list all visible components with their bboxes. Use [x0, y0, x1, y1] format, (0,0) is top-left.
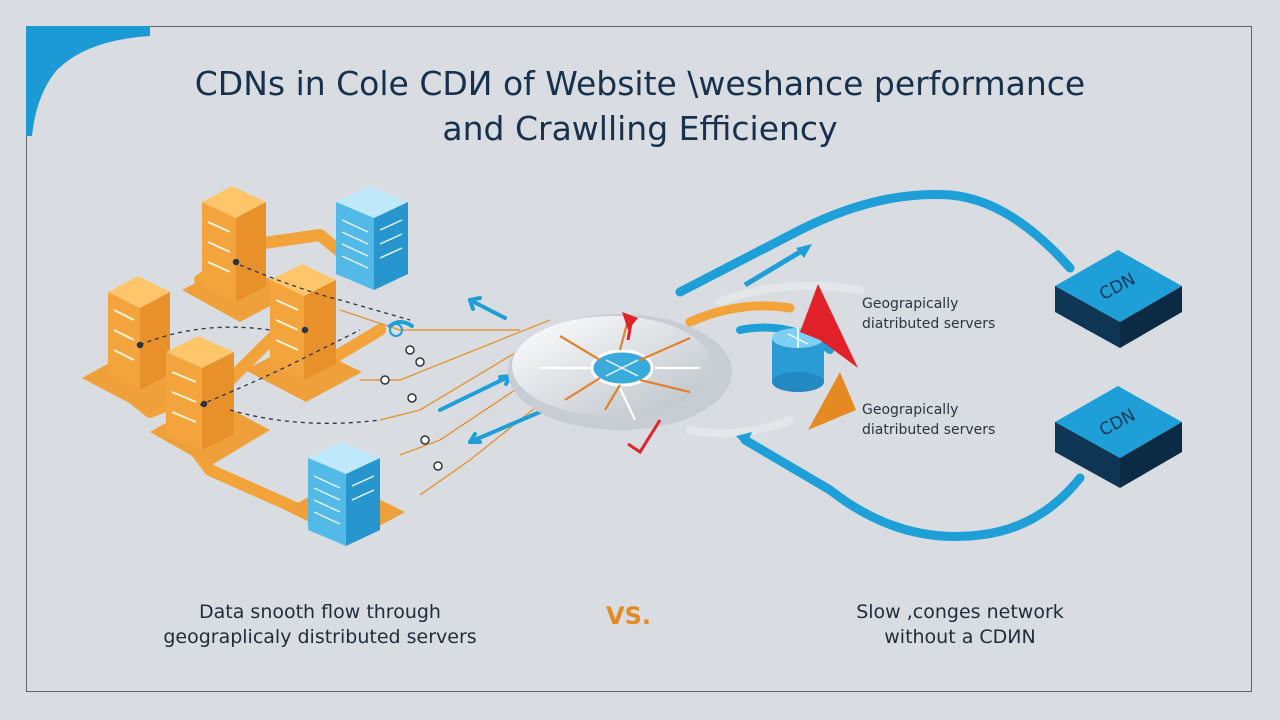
blue-server — [308, 186, 408, 546]
cdn-box-bottom — [1055, 386, 1182, 488]
orange-server — [108, 186, 336, 450]
database-cylinder — [772, 328, 824, 392]
node-icon — [389, 323, 403, 337]
servers-label-bottom: Geograpically diatributed servers — [862, 400, 995, 440]
servers-label-top-text: Geograpically diatributed servers — [862, 296, 996, 332]
border-frame — [26, 26, 1252, 692]
vs-label: VS. — [606, 602, 651, 630]
blue-arrow-top — [743, 249, 802, 288]
bottom-connection-tube — [740, 435, 1085, 542]
red-wedge — [800, 284, 858, 368]
cdn-box-top — [1055, 250, 1182, 348]
servers-label-bottom-text: Geograpically diatributed servers — [862, 402, 996, 438]
title-line-1: CDNs in Cole CDИ of Website \weshance pe… — [194, 64, 1086, 103]
data-flow-lines — [139, 264, 411, 424]
caption-right: Slow ,conges network without a CDИN — [856, 601, 1064, 648]
caption-left: Data snooth flow through geograplicaly d… — [163, 601, 477, 648]
corner-accent — [26, 26, 150, 136]
orange-wedge — [808, 372, 856, 430]
central-hub — [508, 312, 732, 455]
flow-nodes — [136, 258, 443, 471]
top-connection-tube — [675, 189, 1075, 297]
title-line-2: and Crawlling Efficiency — [442, 109, 838, 148]
servers-label-top: Geograpically diatributed servers — [862, 294, 995, 334]
